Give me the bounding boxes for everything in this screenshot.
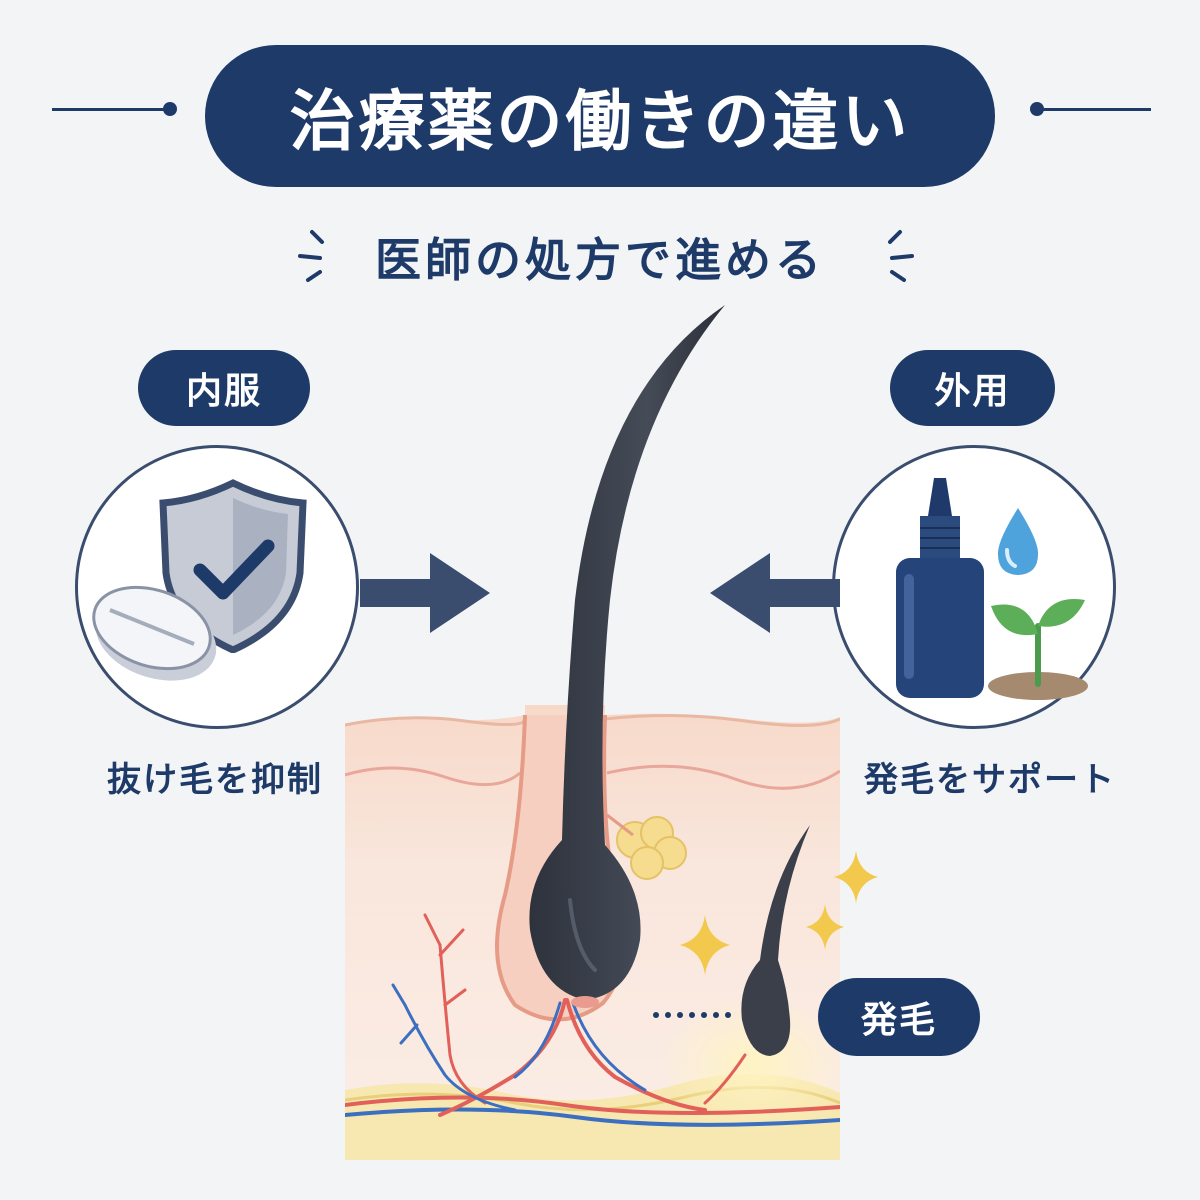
growth-label: 発毛 xyxy=(818,978,980,1056)
emphasis-lines-left-icon xyxy=(298,230,324,282)
arrow-right-icon xyxy=(360,553,490,633)
tag-topical-label: 外用 xyxy=(934,371,1011,412)
blood-vessels-icon xyxy=(345,913,840,1127)
arrow-left-icon xyxy=(710,553,840,633)
title-deco-dot-right xyxy=(1030,102,1044,116)
topical-icon-circle xyxy=(832,445,1116,729)
sebaceous-gland-icon xyxy=(606,813,687,880)
dotted-pointer xyxy=(653,1012,731,1018)
dropper-bottle-icon xyxy=(896,478,984,698)
tag-topical: 外用 xyxy=(890,350,1055,426)
new-hair-icon xyxy=(741,825,810,1056)
growth-label-text: 発毛 xyxy=(860,1000,937,1041)
title-deco-line-right xyxy=(1035,108,1151,111)
title-deco-dot-left xyxy=(163,102,177,116)
shield-check-icon xyxy=(159,479,307,653)
sparkle-icon xyxy=(806,904,844,950)
topical-caption: 発毛をサポート xyxy=(864,760,1116,800)
tag-oral-label: 内服 xyxy=(185,371,262,412)
sparkle-icon xyxy=(834,850,878,904)
emphasis-lines-right-icon xyxy=(888,230,914,282)
oral-icon-circle xyxy=(75,445,359,729)
oral-caption: 抜け毛を抑制 xyxy=(107,760,323,800)
tablet-icon xyxy=(92,585,217,681)
title-banner: 治療薬の働きの違い xyxy=(205,45,995,187)
page-title: 治療薬の働きの違い xyxy=(289,83,911,160)
title-deco-line-left xyxy=(52,108,168,111)
tag-oral: 内服 xyxy=(138,350,310,426)
water-drop-icon xyxy=(997,508,1039,575)
sprout-icon xyxy=(988,599,1088,700)
sparkle-icon xyxy=(680,915,730,975)
subtitle: 医師の処方で進める xyxy=(375,233,825,287)
main-hair-icon xyxy=(529,305,725,1008)
